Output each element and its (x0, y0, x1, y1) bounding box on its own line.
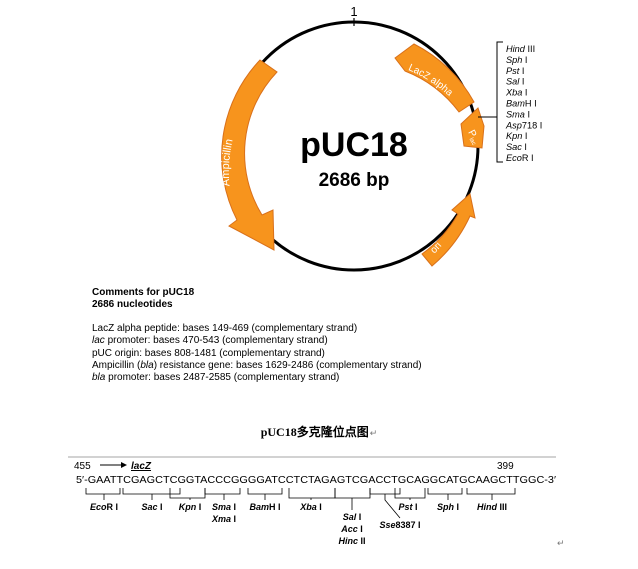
comments-block: Comments for pUC18 2686 nucleotides LacZ… (92, 287, 422, 385)
enzyme-eco: EcoR I (90, 502, 118, 512)
enzyme-bracket (394, 488, 426, 500)
enzyme-sal: Sal I (343, 512, 362, 522)
enzyme-kpn: Kpn I (179, 502, 202, 512)
restriction-site-kpn: Kpn I (506, 131, 527, 141)
enzyme-hinc: Hinc II (338, 536, 365, 546)
enzyme-bracket (334, 488, 371, 510)
enzyme-bracket (122, 488, 181, 500)
enzyme-hind: Hind III (477, 502, 507, 512)
lacz-arrow-head (121, 462, 127, 468)
restriction-site-hind: Hind III (506, 44, 535, 54)
restriction-site-sph: Sph I (506, 55, 527, 65)
mcs-right-number: 399 (497, 461, 514, 472)
mcs-left-number: 455 (74, 461, 91, 472)
comment-bla-promoter: bla promoter: bases 2487-2585 (complemen… (92, 372, 340, 384)
enzyme-acc: Acc I (340, 524, 363, 534)
comment-lac-promoter: lac promoter: bases 470-543 (complementa… (92, 335, 328, 347)
restriction-site-sma: Sma I (506, 109, 530, 119)
enzyme-bam: BamH I (249, 502, 280, 512)
comments-title: Comments for pUC18 (92, 287, 195, 298)
comments-subtitle: 2686 nucleotides (92, 299, 173, 311)
enzyme-bracket (85, 488, 121, 500)
enzyme-sma: Sma I (212, 502, 236, 512)
restriction-site-xba: Xba I (505, 88, 527, 98)
enzyme-bracket (247, 488, 283, 500)
enzyme-xma: Xma I (211, 514, 236, 524)
restriction-site-eco: EcoR I (506, 153, 534, 163)
enzyme-brackets (85, 488, 516, 519)
enzyme-bracket (369, 488, 401, 519)
enzyme-sse: Sse8387 I (379, 520, 420, 530)
feature-ampicillin-label: Ampicillin (220, 138, 236, 187)
enzyme-bracket (204, 488, 241, 500)
restriction-site-sal: Sal I (506, 77, 524, 87)
comment-puc-origin: pUC origin: bases 808-1481 (complementar… (92, 347, 325, 359)
restriction-site-asp: Asp718 I (505, 120, 542, 130)
feature-p-lac (460, 107, 485, 149)
feature-plac-label: Plac (464, 128, 481, 146)
restriction-site-pst: Pst I (506, 66, 524, 76)
enzyme-bracket (427, 488, 463, 500)
feature-ampicillin (221, 59, 278, 251)
return-mark: ↵ (557, 538, 565, 548)
origin-label: 1 (350, 4, 357, 19)
comment-ampicillin: Ampicillin (bla) resistance gene: bases … (92, 360, 422, 372)
feature-ori (421, 193, 476, 267)
restriction-site-sac: Sac I (506, 142, 527, 152)
mcs-sequence: 5′-GAATTCGAGCTCGGTACCCGGGGATCCTCTAGAGTCG… (76, 474, 556, 486)
plasmid-map: 1 LacZ alpha Plac ori Ampicillin pUC18 2… (220, 4, 542, 272)
mcs-bracket (496, 41, 503, 163)
mcs-title: pUC18多克隆位点图↵ (260, 425, 378, 439)
feature-lacz-alpha (394, 43, 475, 113)
enzyme-xba: Xba I (299, 502, 322, 512)
plasmid-size: 2686 bp (319, 170, 390, 191)
enzyme-bracket (466, 488, 516, 500)
enzyme-bracket (288, 488, 336, 500)
plasmid-name: pUC18 (300, 126, 408, 164)
restriction-site-bam: BamH I (506, 99, 537, 109)
enzyme-sac: Sac I (141, 502, 162, 512)
enzyme-sph: Sph I (437, 502, 459, 512)
comment-lacz: LacZ alpha peptide: bases 149-469 (compl… (92, 322, 358, 334)
mcs-map: 455 lacZ 399 5′-GAATTCGAGCTCGGTACCCGGGGA… (68, 456, 556, 546)
enzyme-pst: Pst I (398, 502, 417, 512)
lacz-label: lacZ (131, 461, 152, 472)
enzyme-labels: EcoR I Sac I Kpn I Sma I Xma I BamH I Xba I Sal… (90, 502, 507, 546)
